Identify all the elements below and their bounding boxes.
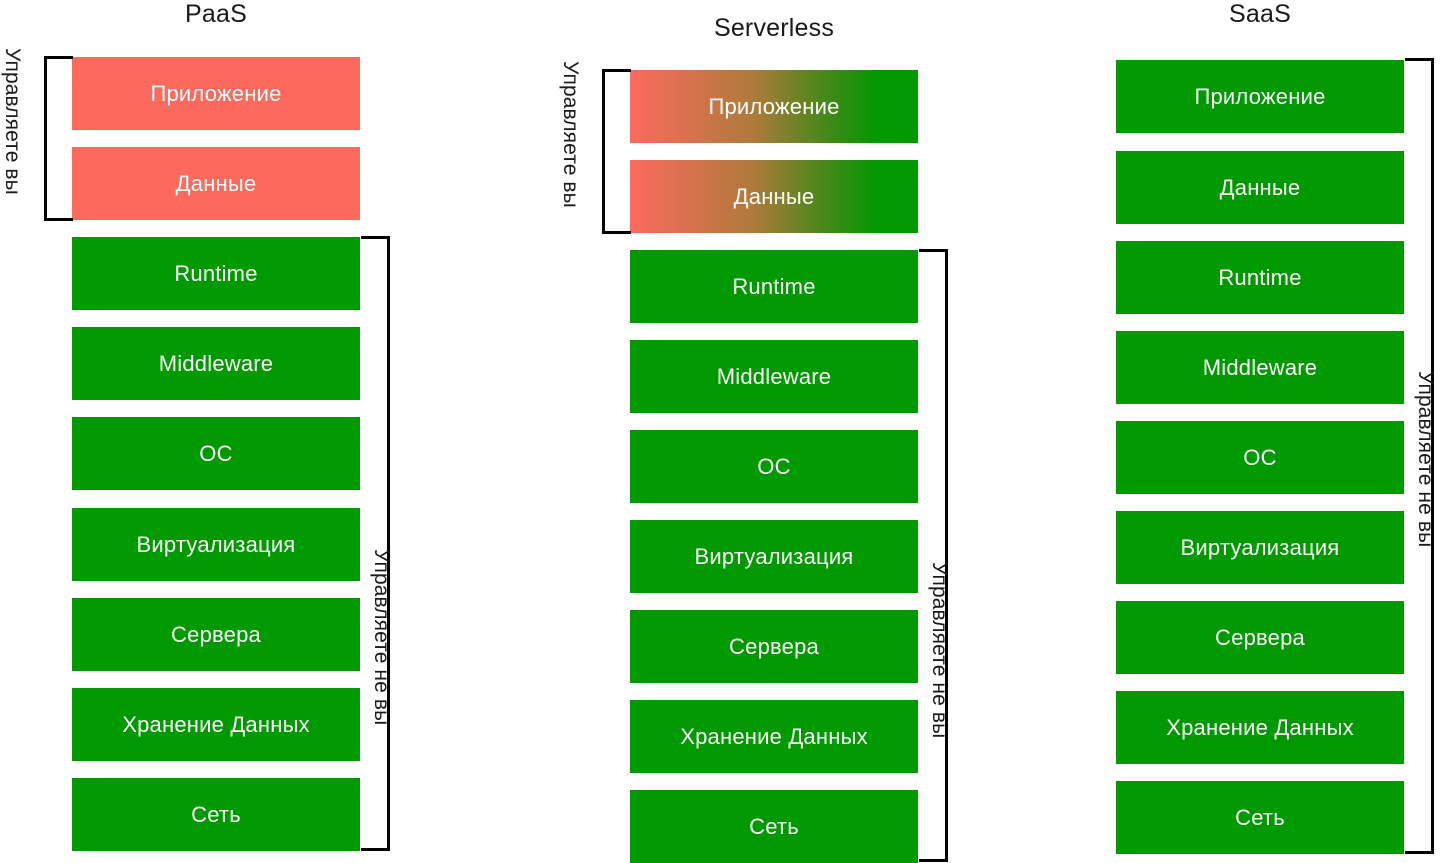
layer-box-paas-prilozhenie: Приложение — [72, 57, 360, 130]
layer-box-saas-middleware: Middleware — [1116, 331, 1404, 404]
bracket-serverless-managed-by-you — [602, 69, 631, 234]
layer-box-serverless-dannye: Данные — [630, 160, 918, 233]
bracket-label-serverless-managed-by-you: Управляете вы — [559, 61, 582, 208]
layer-box-serverless-runtime: Runtime — [630, 250, 918, 323]
layer-box-serverless-set: Сеть — [630, 790, 918, 863]
bracket-saas-managed-by-provider — [1405, 58, 1434, 854]
layer-box-paas-runtime: Runtime — [72, 237, 360, 310]
layer-box-serverless-os: ОС — [630, 430, 918, 503]
column-title-paas: PaaS — [185, 0, 247, 28]
bracket-spine — [945, 249, 948, 862]
layer-box-saas-set: Сеть — [1116, 781, 1404, 854]
bracket-label-paas-managed-by-provider: Управляете не вы — [370, 549, 393, 726]
bracket-label-serverless-managed-by-provider: Управляете не вы — [928, 562, 951, 739]
layer-box-serverless-virtualizaciya: Виртуализация — [630, 520, 918, 593]
bracket-tick-bottom — [919, 859, 948, 862]
bracket-tick-bottom — [44, 218, 73, 221]
bracket-paas-managed-by-you — [44, 56, 73, 221]
bracket-serverless-managed-by-provider — [919, 249, 948, 862]
bracket-spine — [44, 56, 47, 221]
bracket-label-saas-managed-by-provider: Управляете не вы — [1414, 371, 1437, 548]
bracket-tick-bottom — [1405, 851, 1434, 854]
bracket-tick-top — [1405, 58, 1434, 61]
layer-box-saas-hranenie-dannyh: Хранение Данных — [1116, 691, 1404, 764]
layer-box-paas-set: Сеть — [72, 778, 360, 851]
bracket-tick-top — [602, 69, 631, 72]
layer-box-paas-middleware: Middleware — [72, 327, 360, 400]
column-title-serverless: Serverless — [713, 14, 835, 42]
bracket-tick-top — [44, 56, 73, 59]
layer-box-saas-servera: Сервера — [1116, 601, 1404, 674]
layer-box-paas-servera: Сервера — [72, 598, 360, 671]
column-title-saas: SaaS — [1229, 0, 1291, 28]
bracket-spine — [602, 69, 605, 234]
layer-box-serverless-servera: Сервера — [630, 610, 918, 683]
layer-box-saas-os: ОС — [1116, 421, 1404, 494]
layer-box-paas-os: ОС — [72, 417, 360, 490]
layer-box-paas-dannye: Данные — [72, 147, 360, 220]
bracket-tick-top — [919, 249, 948, 252]
layer-box-saas-dannye: Данные — [1116, 151, 1404, 224]
layer-box-saas-virtualizaciya: Виртуализация — [1116, 511, 1404, 584]
layer-box-paas-virtualizaciya: Виртуализация — [72, 508, 360, 581]
layer-box-paas-hranenie-dannyh: Хранение Данных — [72, 688, 360, 761]
bracket-tick-top — [361, 236, 390, 239]
layer-box-serverless-middleware: Middleware — [630, 340, 918, 413]
bracket-spine — [387, 236, 390, 851]
bracket-tick-bottom — [361, 848, 390, 851]
layer-box-saas-runtime: Runtime — [1116, 241, 1404, 314]
bracket-tick-bottom — [602, 231, 631, 234]
bracket-paas-managed-by-provider — [361, 236, 390, 851]
layer-box-serverless-hranenie-dannyh: Хранение Данных — [630, 700, 918, 773]
layer-box-serverless-prilozhenie: Приложение — [630, 70, 918, 143]
bracket-label-paas-managed-by-you: Управляете вы — [1, 48, 24, 195]
bracket-spine — [1431, 58, 1434, 854]
layer-box-saas-prilozhenie: Приложение — [1116, 60, 1404, 133]
